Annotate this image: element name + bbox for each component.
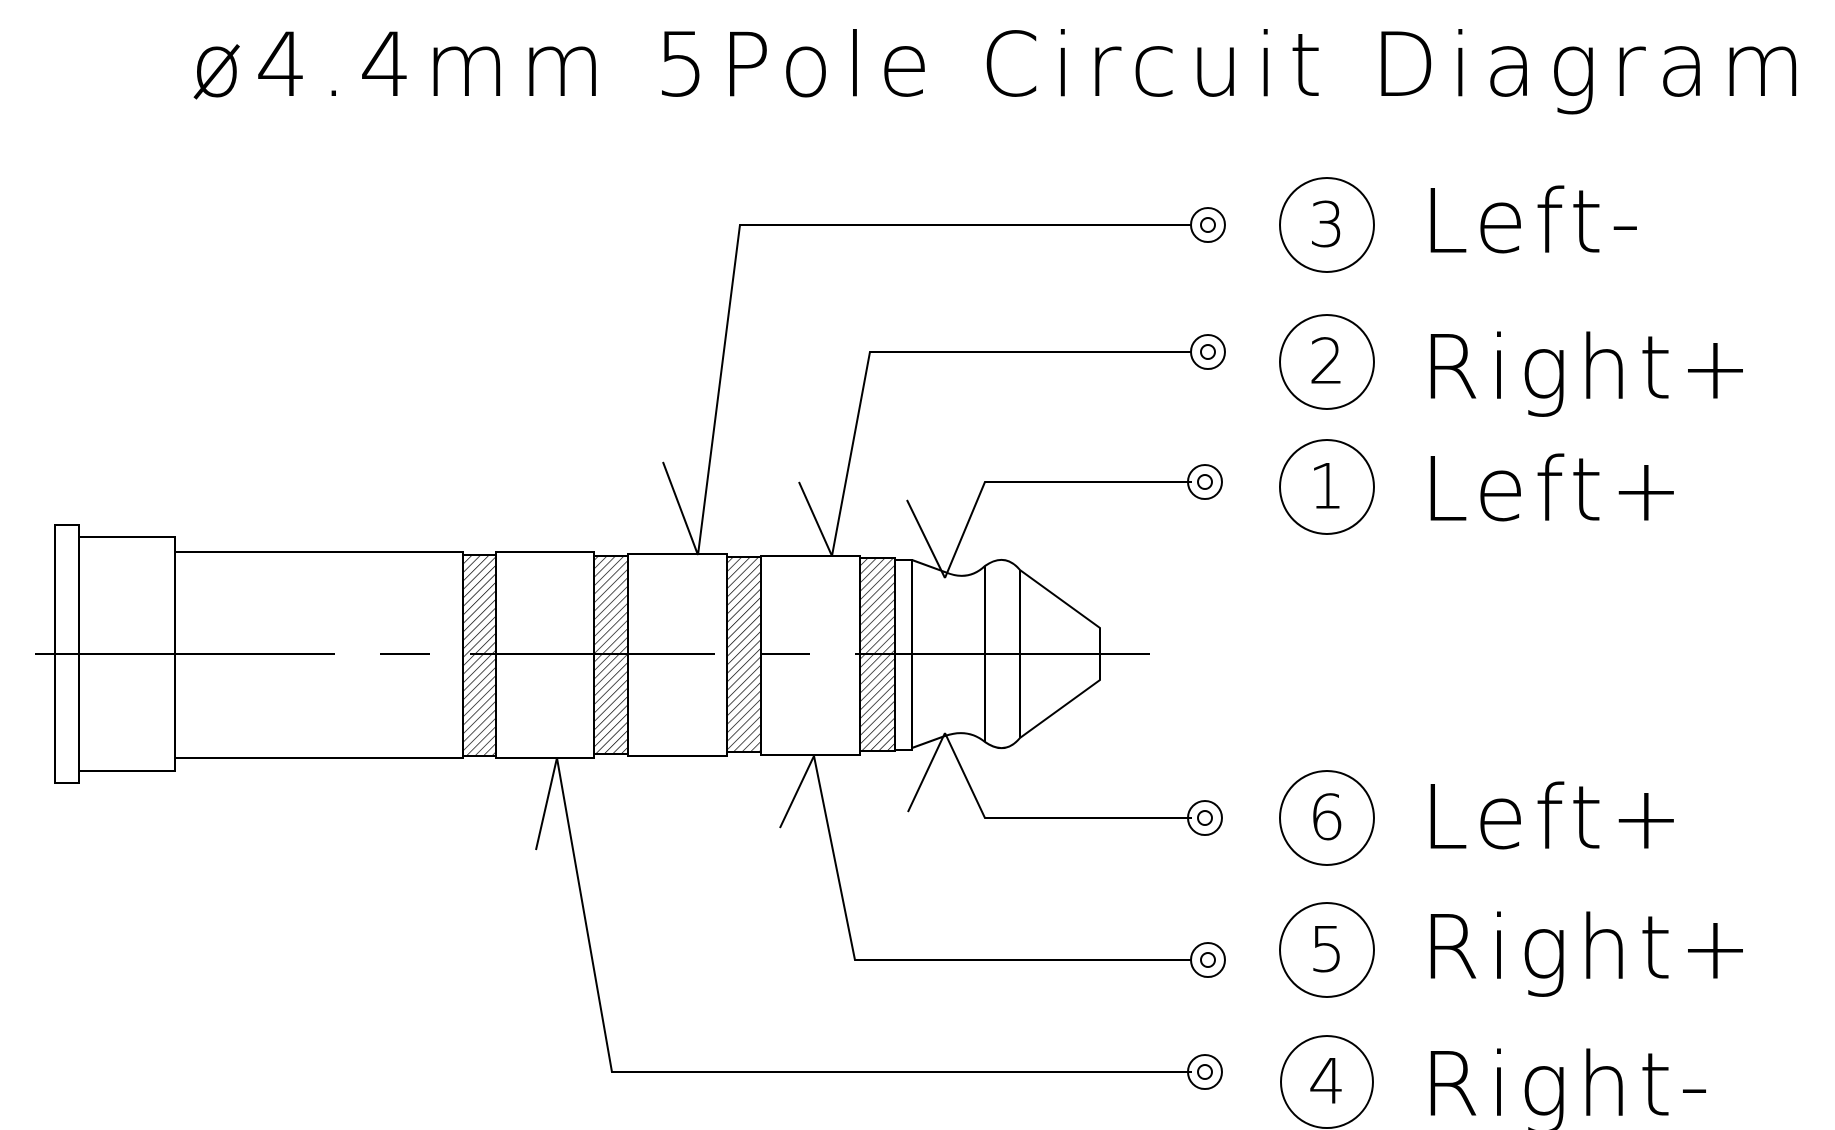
pin-row-1: 1 Left+ (1187, 439, 1689, 542)
pin-number: 3 (1307, 189, 1346, 262)
pin-label: Right+ (1420, 897, 1758, 1000)
terminal-icon (1187, 1054, 1223, 1090)
pin-row-5: 5 Right+ (1190, 897, 1758, 1000)
plug-drawing (35, 524, 1150, 784)
pin-row-2: 2 Right+ (1190, 314, 1758, 420)
pin-number-circle (1279, 439, 1375, 535)
pin-row-3: 3 Left- (1190, 171, 1647, 274)
pin-label: Right+ (1420, 317, 1758, 420)
contact-ring (760, 555, 861, 756)
terminal-icon (1187, 464, 1223, 500)
pin-number: 5 (1307, 914, 1346, 987)
terminal-icon (1187, 800, 1223, 836)
pin-number: 2 (1307, 326, 1346, 399)
pin-number: 1 (1307, 451, 1346, 524)
insulator-ring (462, 554, 497, 757)
pin-label: Left+ (1420, 767, 1689, 870)
pin-label: Left- (1420, 171, 1647, 274)
pin-number-circle (1280, 1035, 1374, 1129)
leader-lines (535, 224, 1192, 1073)
terminal-icon (1190, 942, 1226, 978)
pin-number-circle (1279, 770, 1375, 866)
pin-number-circle (1279, 314, 1375, 410)
pin-row-6: 6 Left+ (1187, 767, 1689, 870)
pin-row-4: 4 Right- (1187, 1034, 1716, 1130)
pin-number-circle (1279, 902, 1375, 998)
pin-label: Left+ (1420, 439, 1689, 542)
insulator-ring (726, 556, 762, 753)
pin-number-circle (1279, 177, 1375, 273)
pin-number: 6 (1307, 782, 1346, 855)
pin-label: Right- (1420, 1034, 1716, 1130)
pin-number: 4 (1307, 1046, 1346, 1119)
diagram-title: ø4.4mm 5Pole Circuit Diagram (190, 14, 1816, 117)
terminal-icon (1190, 207, 1226, 243)
terminal-icon (1190, 334, 1226, 370)
